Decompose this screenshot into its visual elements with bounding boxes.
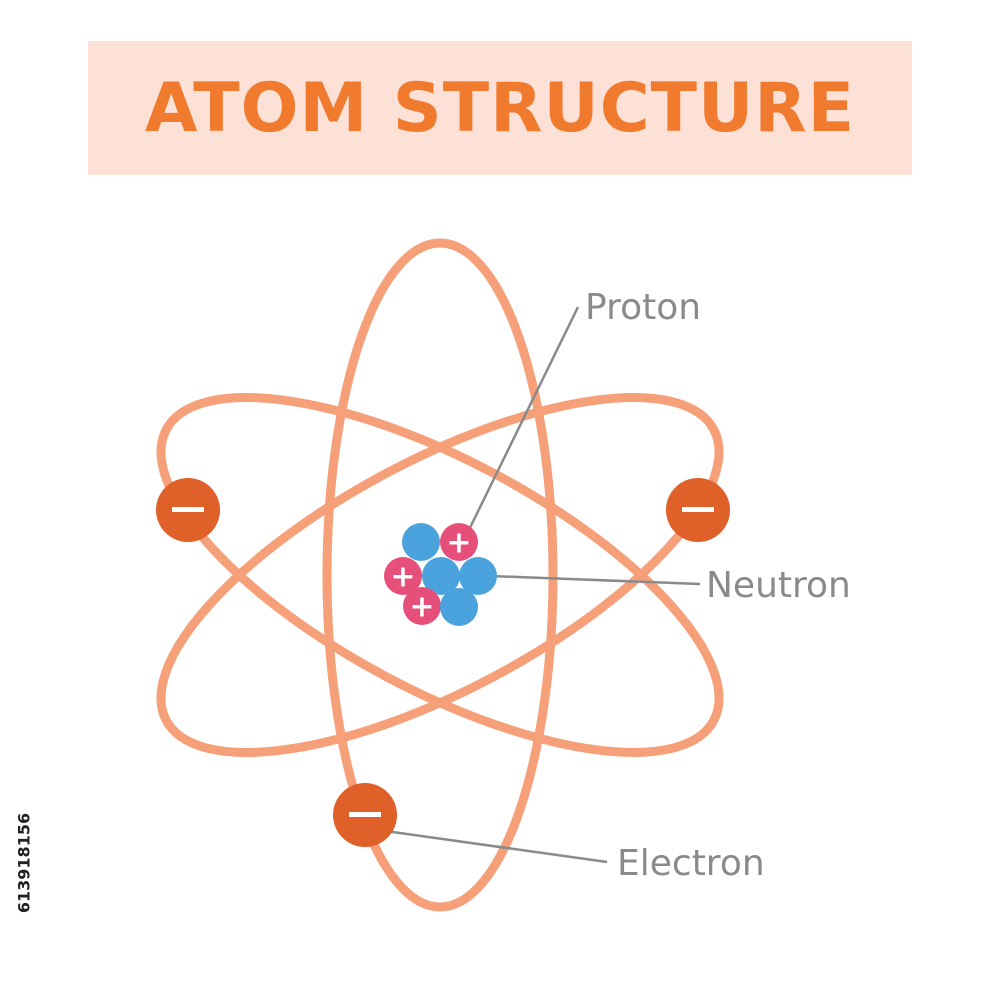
neutron bbox=[440, 588, 478, 626]
leader-lines bbox=[377, 306, 701, 864]
electron bbox=[156, 478, 220, 542]
neutron bbox=[402, 523, 440, 561]
proton-charge-symbol: + bbox=[390, 560, 415, 595]
proton-charge-symbol: + bbox=[446, 526, 471, 561]
minus-icon bbox=[682, 507, 714, 512]
title: ATOM STRUCTURE bbox=[144, 68, 856, 148]
proton-charge-symbol: + bbox=[409, 590, 434, 625]
neutron bbox=[422, 557, 460, 595]
minus-icon bbox=[172, 507, 204, 512]
stock-id-watermark: 613918156 bbox=[10, 768, 38, 958]
proton bbox=[440, 523, 478, 561]
neutron-label: Neutron bbox=[706, 565, 851, 606]
electron-label: Electron bbox=[617, 843, 765, 884]
electron bbox=[666, 478, 730, 542]
vertical-orbit bbox=[322, 238, 558, 912]
proton bbox=[384, 557, 422, 595]
proton-leader-line bbox=[463, 306, 580, 539]
orbits bbox=[156, 238, 724, 912]
neutron bbox=[459, 557, 497, 595]
minus-icon bbox=[349, 812, 381, 817]
proton bbox=[403, 587, 441, 625]
stock-id-text: 613918156 bbox=[14, 812, 34, 914]
rising-orbit bbox=[156, 393, 724, 757]
proton-label: Proton bbox=[585, 287, 701, 328]
nucleus: + + + bbox=[384, 523, 497, 626]
electron-leader-line bbox=[377, 828, 608, 864]
electron bbox=[333, 783, 397, 847]
neutron-leader-line bbox=[489, 574, 701, 586]
electrons bbox=[156, 478, 730, 847]
title-banner: ATOM STRUCTURE bbox=[88, 41, 912, 175]
falling-orbit bbox=[156, 393, 724, 757]
